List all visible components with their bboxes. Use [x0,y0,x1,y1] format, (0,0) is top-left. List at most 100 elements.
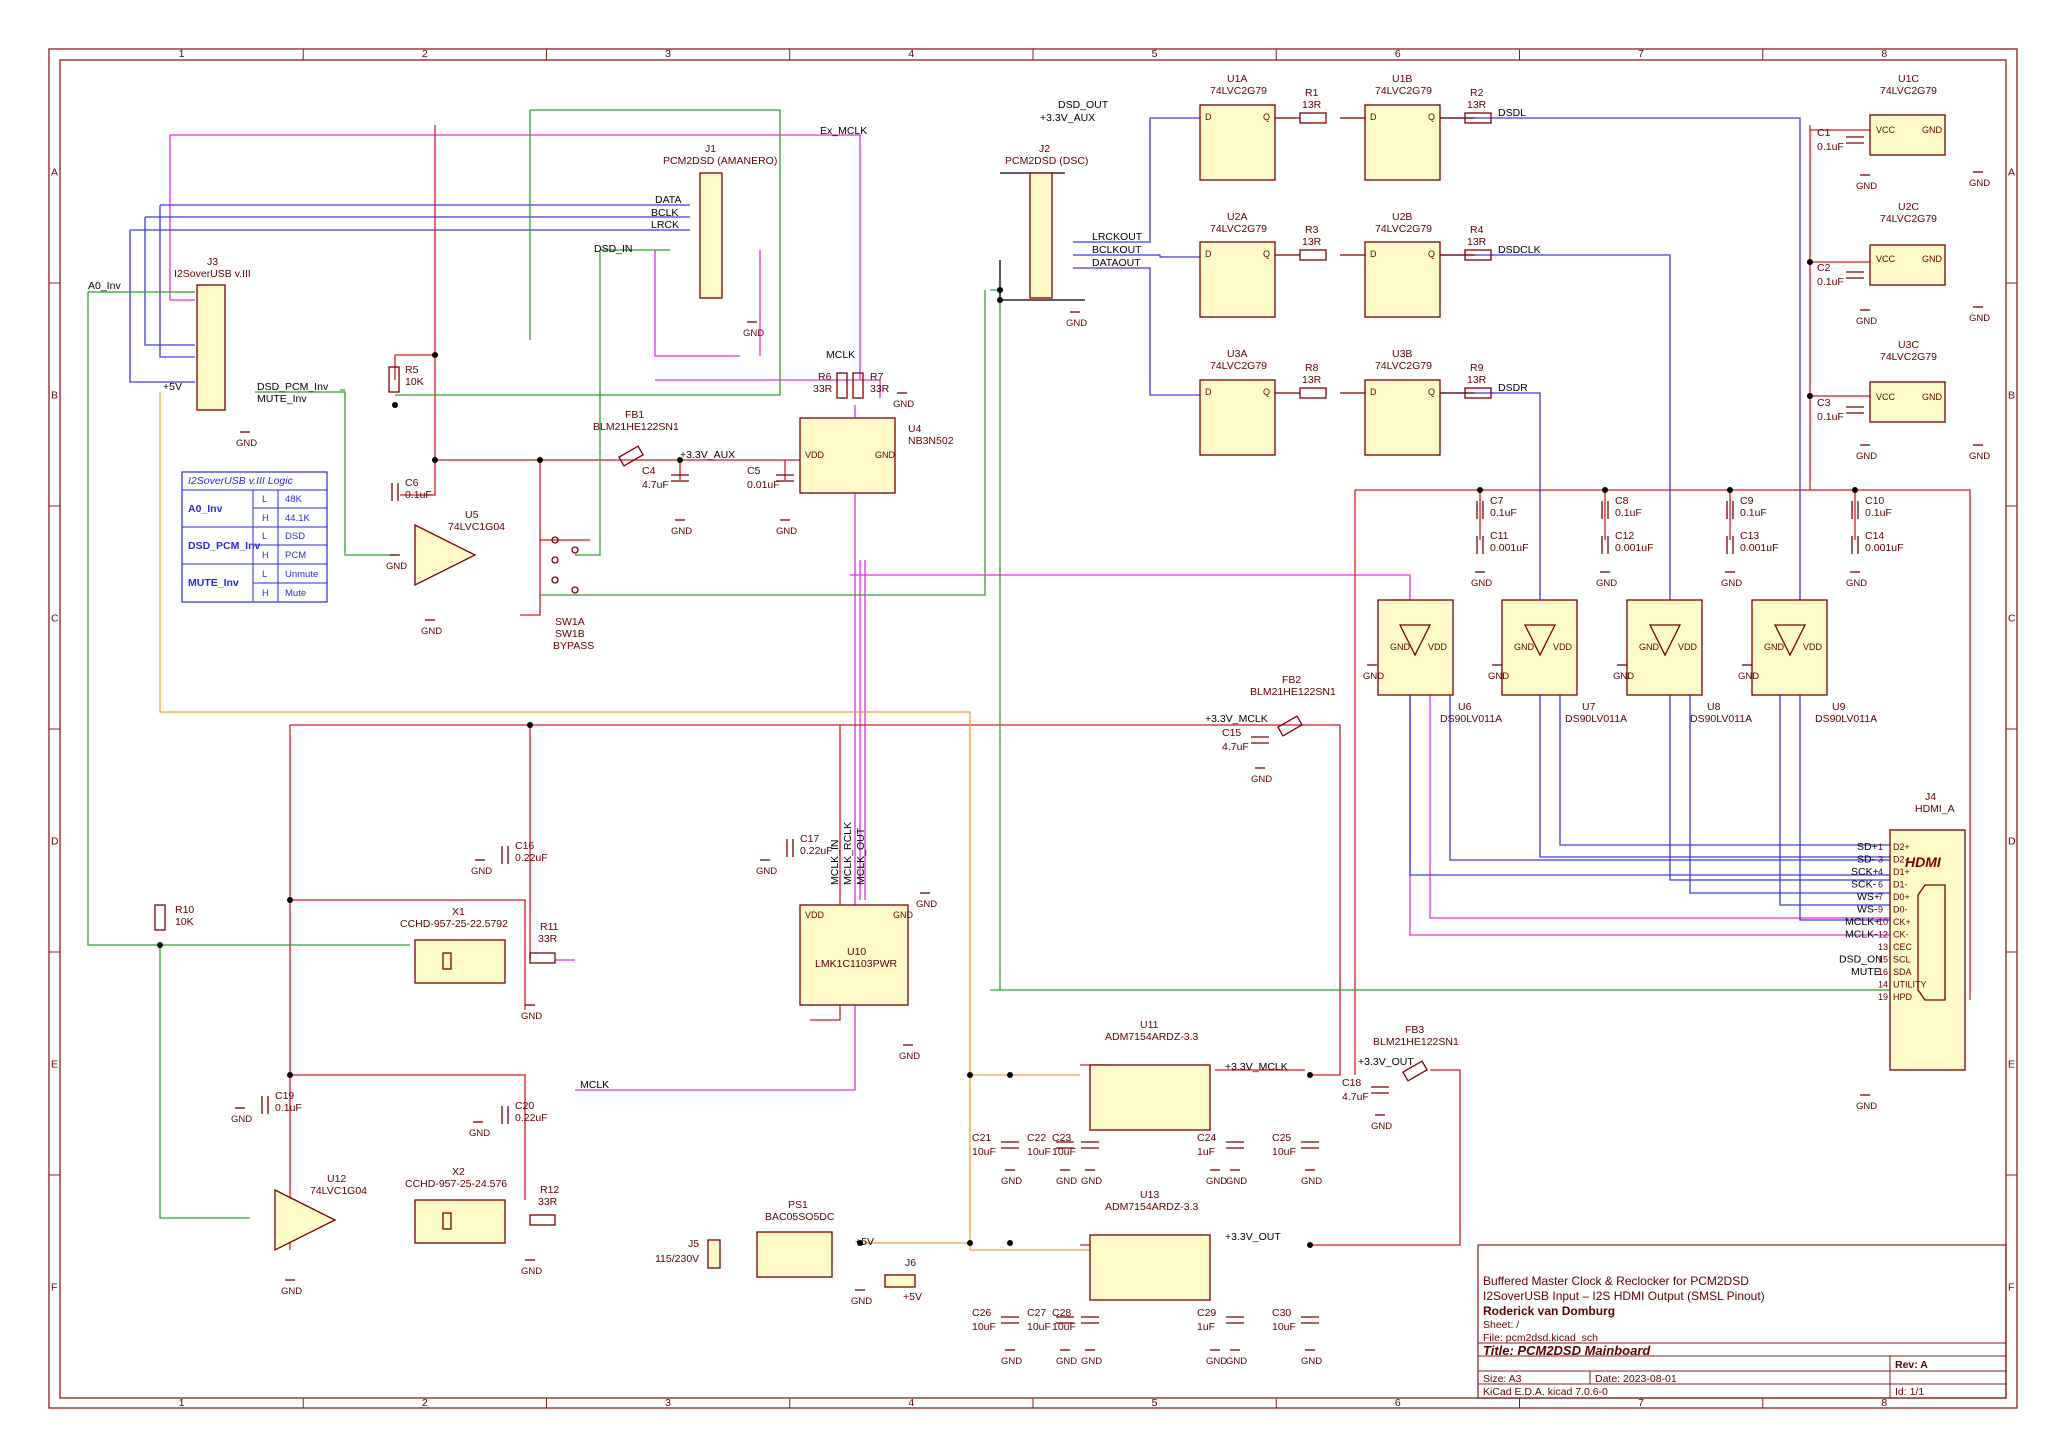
svg-text:R12: R12 [540,1184,559,1196]
gnd-label: GND [893,399,914,410]
svg-text:CCHD-957-25-24.576: CCHD-957-25-24.576 [405,1178,507,1190]
tb-file: File: pcm2dsd.kicad_sch [1483,1332,1598,1344]
svg-text:R8: R8 [1305,362,1319,374]
svg-text:13R: 13R [1302,99,1322,111]
svg-text:33R: 33R [538,933,558,945]
j2-ref: J2 [1039,143,1050,155]
tb-date: Date: 2023-08-01 [1595,1373,1677,1385]
hdmi-pin-name: D2+ [1893,842,1910,852]
cap-value: 0.1uF [1740,507,1767,519]
logic-row-a0: A0_Inv [188,503,223,515]
svg-text:74LVC2G79: 74LVC2G79 [1880,351,1937,363]
svg-text:SW1B: SW1B [555,628,585,640]
hdmi-pin-number: 9 [1878,905,1883,915]
col-marker: 2 [422,1397,428,1409]
cap-value: 0.1uF [1817,141,1844,153]
col-marker: 4 [908,48,914,60]
hdmi-pin-name: UTILITY [1893,980,1927,990]
cap-value: 0.1uF [1817,276,1844,288]
svg-text:LRCKOUT: LRCKOUT [1092,231,1143,243]
svg-text:VCC: VCC [1876,254,1896,264]
gnd-label: GND [1251,774,1272,785]
svg-text:R3: R3 [1305,224,1319,236]
cap-ref: C10 [1865,495,1884,507]
hdmi-pin-number: 14 [1878,980,1888,990]
svg-text:+3.3V_MCLK: +3.3V_MCLK [1205,713,1268,725]
svg-text:GND: GND [1390,642,1411,652]
hdmi-pin-number: 19 [1878,992,1888,1002]
svg-text:U5: U5 [465,509,479,521]
oscillators: X1 CCHD-957-25-22.5792 X2 CCHD-957-25-24… [400,906,508,1244]
hdmi-pin-name: D1+ [1893,867,1910,877]
svg-text:H: H [262,550,269,561]
gnd-label: GND [1206,1356,1227,1367]
gnd-label: GND [1969,451,1990,462]
hdmi-pin-number: 3 [1878,855,1883,865]
svg-text:D: D [1370,112,1377,122]
svg-text:MCLK_IN: MCLK_IN [829,839,841,885]
gnd-label: GND [1856,451,1877,462]
j3-value: I2SoverUSB v.III [174,268,251,280]
gnd-label: GND [671,526,692,537]
svg-text:U7: U7 [1582,701,1596,713]
svg-text:R7: R7 [870,371,884,383]
tb-rev: Rev: A [1895,1359,1928,1371]
j1-value: PCM2DSD (AMANERO) [663,155,777,167]
svg-text:MUTE_Inv: MUTE_Inv [257,393,307,405]
cap-value: 10uF [1052,1321,1076,1333]
cap-ref: C14 [1865,530,1884,542]
cap-value: 0.001uF [1490,542,1529,554]
bypass-switch: SW1A SW1B BYPASS [551,536,594,652]
cap-value: 0.22uF [800,845,833,857]
gnd-label: GND [1596,578,1617,589]
svg-text:U2C: U2C [1898,201,1919,213]
gnd-label: GND [1066,318,1087,329]
svg-text:13R: 13R [1302,374,1322,386]
cap-ref: C2 [1817,262,1831,274]
svg-text:VDD: VDD [805,910,825,920]
cap-ref: C19 [275,1090,294,1102]
logic-table: I2SoverUSB v.III Logic A0_Inv DSD_PCM_In… [181,471,328,603]
svg-text:R6: R6 [818,371,832,383]
svg-text:D: D [1205,249,1212,259]
svg-text:MCLK_OUT: MCLK_OUT [855,827,867,885]
svg-text:+3.3V_OUT: +3.3V_OUT [1358,1056,1414,1068]
gnd-label: GND [1081,1176,1102,1187]
svg-text:GND: GND [893,910,914,920]
svg-text:FB2: FB2 [1282,674,1301,686]
gnd-label: GND [756,866,777,877]
svg-text:GND: GND [1922,125,1943,135]
svg-text:CCHD-957-25-22.5792: CCHD-957-25-22.5792 [400,918,508,930]
svg-text:BCLK: BCLK [651,207,678,219]
row-marker: B [2008,390,2015,402]
svg-text:A0_Inv: A0_Inv [88,280,121,292]
svg-text:R1: R1 [1305,87,1319,99]
u4-nb3n502: U4 NB3N502 VDD GND [799,417,954,494]
cap-value: 10uF [1027,1321,1051,1333]
hdmi-pin-name: D0+ [1893,892,1910,902]
col-marker: 8 [1881,1397,1887,1409]
svg-text:LRCK: LRCK [651,219,679,231]
svg-text:U2B: U2B [1392,211,1412,223]
gnd-label: GND [743,328,764,339]
gnd-label: GND [1846,578,1867,589]
svg-text:74LVC2G79: 74LVC2G79 [1210,223,1267,235]
cap-ref: C15 [1222,727,1241,739]
svg-text:+3.3V_MCLK: +3.3V_MCLK [1225,1061,1288,1073]
gnd-label: GND [1301,1176,1322,1187]
cap-ref: C21 [972,1132,991,1144]
row-marker: F [2008,1282,2014,1294]
hdmi-pin-number: 4 [1878,867,1883,877]
cap-ref: C20 [515,1100,534,1112]
svg-text:ADM7154ARDZ-3.3: ADM7154ARDZ-3.3 [1105,1031,1199,1043]
hdmi-pin-number: 6 [1878,880,1883,890]
j3-ref: J3 [207,256,218,268]
u10-lmk: U10 LMK1C1103PWR VDD GND [799,904,914,1006]
hdmi-net-label: SCK+ [1851,866,1879,878]
cap-value: 0.001uF [1865,542,1904,554]
col-marker: 3 [665,48,671,60]
hdmi-pin-number: 1 [1878,842,1883,852]
hdmi-net-label: WS- [1857,904,1878,916]
svg-text:DSD_PCM_Inv: DSD_PCM_Inv [257,381,329,393]
